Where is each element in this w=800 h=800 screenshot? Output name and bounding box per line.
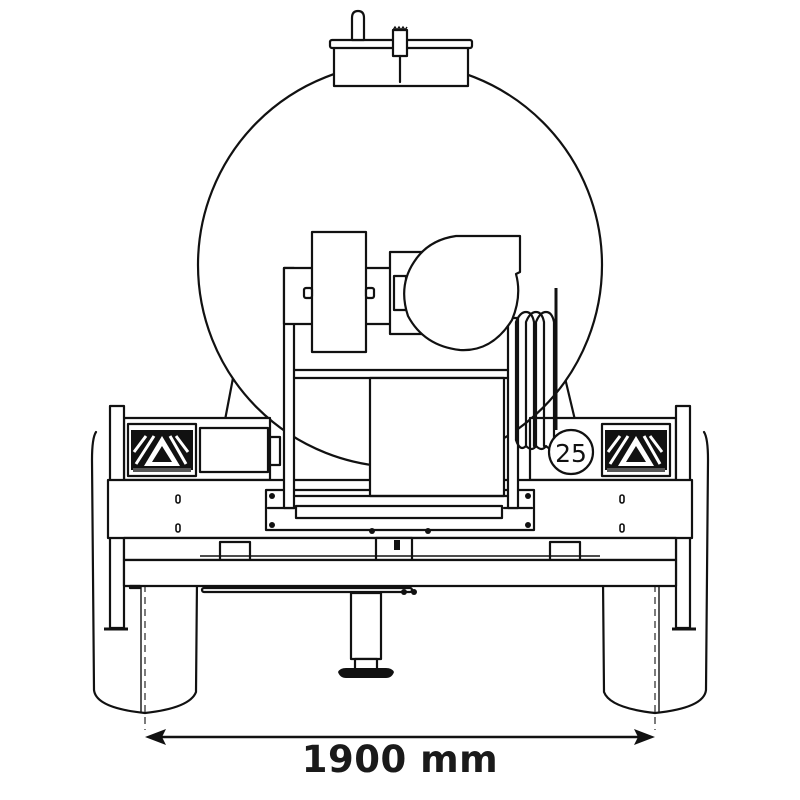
left-reflector-light [126,422,198,478]
manhole-cover [328,9,474,88]
badge-number: 25 [555,439,587,468]
dimension-line [145,729,655,745]
axle-beam [122,558,678,590]
pump-unit [282,230,394,354]
equipment-frame [282,266,520,510]
left-wheel [90,430,199,730]
hose-reel [514,288,558,451]
speed-limit-badge: 25 [547,428,595,476]
drawbar-rod [200,586,417,595]
left-bracket [268,435,282,467]
right-wheel [601,430,710,730]
left-plate-box [198,426,270,474]
support-jack [338,591,394,678]
right-reflector-light [600,422,672,478]
dimension-label: 1900 mm [301,738,499,781]
tank-support-legs [223,376,577,422]
blower-housing [388,234,522,352]
underframe [122,536,678,562]
